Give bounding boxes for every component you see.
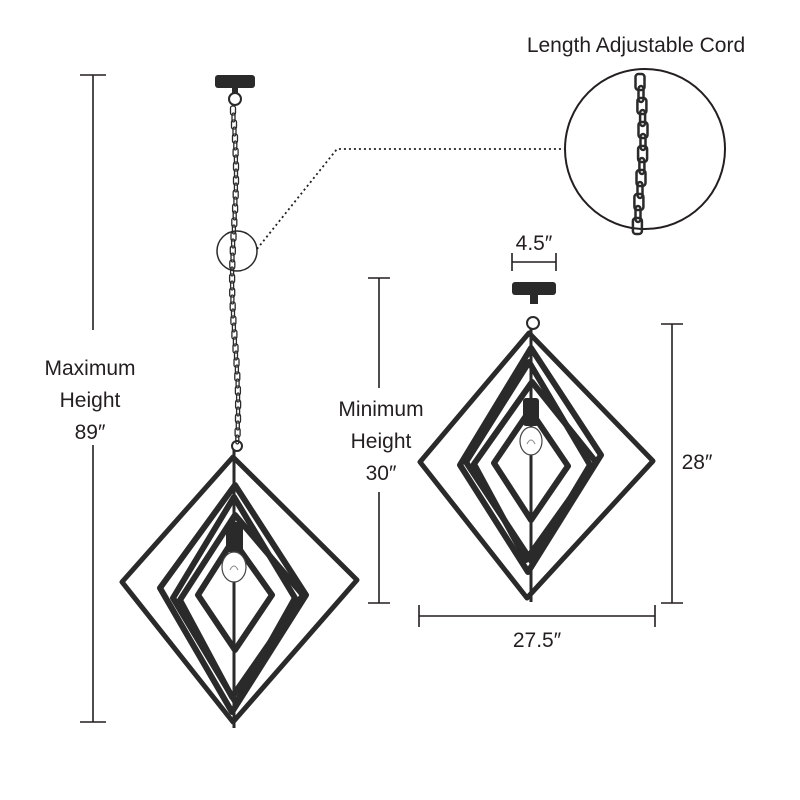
svg-text:Minimum: Minimum	[338, 398, 423, 421]
chain-link	[232, 343, 239, 354]
chain-link	[232, 126, 237, 137]
chain-link	[234, 427, 241, 438]
chain-link	[231, 217, 238, 228]
chain-link-closeup	[638, 108, 647, 128]
chain-link	[231, 112, 236, 123]
chain-link	[235, 406, 241, 417]
chain-link	[231, 329, 238, 340]
chain-link	[229, 266, 235, 277]
body-width-dimension	[418, 605, 656, 627]
left-zoom-circle	[216, 230, 258, 272]
chain-link-closeup	[637, 120, 649, 140]
chain-link	[234, 371, 241, 382]
chain-link	[229, 287, 236, 298]
chain-link-closeup	[636, 180, 644, 200]
canopy-width-label: 4.5″	[516, 232, 553, 255]
chain-link-closeup	[634, 72, 646, 92]
chain-link	[229, 301, 236, 312]
chain-link	[229, 259, 236, 270]
body-height-label: 28″	[682, 451, 713, 474]
min-height-label: Minimum Height 30″	[338, 398, 423, 485]
chain-link	[235, 434, 240, 445]
left-frames	[119, 450, 360, 728]
chain-link	[230, 252, 235, 263]
body-height-dimension	[661, 323, 683, 604]
chain-link	[230, 315, 237, 326]
chain-link	[229, 105, 237, 116]
chain-link	[233, 350, 239, 361]
chain-link	[235, 420, 240, 431]
max-height-dimension	[80, 74, 106, 723]
left-chain	[228, 105, 242, 445]
chain-link	[228, 273, 236, 284]
chain-link-closeup	[637, 84, 645, 104]
chain-link	[232, 210, 237, 221]
callout-chain-closeup	[564, 68, 726, 236]
chain-link	[233, 357, 240, 368]
chain-link	[233, 154, 239, 165]
svg-text:30″: 30″	[366, 462, 397, 485]
chain-link	[232, 175, 240, 186]
chain-link	[233, 168, 239, 179]
chain-link	[234, 364, 240, 375]
chain-link	[229, 280, 235, 291]
chain-link	[235, 378, 240, 389]
svg-text:89″: 89″	[75, 421, 106, 444]
chain-link	[229, 245, 236, 256]
chain-link	[232, 161, 240, 172]
chain-link	[232, 147, 239, 158]
chain-link	[234, 399, 242, 410]
chain-link	[235, 392, 241, 403]
chain-link-closeup	[631, 216, 644, 236]
right-pendant-fixture	[417, 282, 656, 602]
chain-link	[230, 238, 236, 249]
chain-link-closeup	[636, 144, 649, 164]
chain-link	[231, 322, 237, 333]
right-bulb	[519, 398, 543, 456]
min-height-dimension	[368, 277, 390, 604]
callout-label: Length Adjustable Cord	[527, 34, 745, 57]
chain-link	[232, 189, 239, 200]
chain-link-closeup	[638, 156, 646, 176]
chain-link	[233, 196, 238, 207]
right-frames	[417, 328, 656, 602]
chain-link	[234, 385, 242, 396]
chain-link	[232, 336, 238, 347]
body-width-label: 27.5″	[513, 629, 562, 652]
chain-link	[231, 133, 239, 144]
chain-link	[230, 308, 236, 319]
callout-leader-line	[256, 148, 566, 250]
chain-link	[233, 140, 238, 151]
chain-link	[233, 182, 239, 193]
chain-link	[231, 224, 237, 235]
chain-link-closeup	[636, 96, 648, 116]
left-bulb	[221, 522, 247, 583]
left-pendant-fixture	[119, 75, 360, 728]
svg-text:Height: Height	[351, 430, 412, 453]
chain-link	[230, 294, 235, 305]
right-canopy	[512, 282, 556, 330]
left-canopy	[215, 75, 255, 106]
chain-link	[231, 203, 239, 214]
chain-link-closeup	[634, 204, 642, 224]
canopy-width-dimension	[511, 253, 557, 271]
svg-text:Height: Height	[60, 389, 121, 412]
chain-link	[234, 413, 242, 424]
svg-text:Maximum: Maximum	[44, 357, 135, 380]
chain-link-closeup	[639, 132, 647, 152]
chain-link-closeup	[635, 168, 647, 188]
chain-link-closeup	[633, 192, 645, 212]
max-height-label: Maximum Height 89″	[44, 357, 135, 444]
chain-link	[230, 119, 238, 130]
